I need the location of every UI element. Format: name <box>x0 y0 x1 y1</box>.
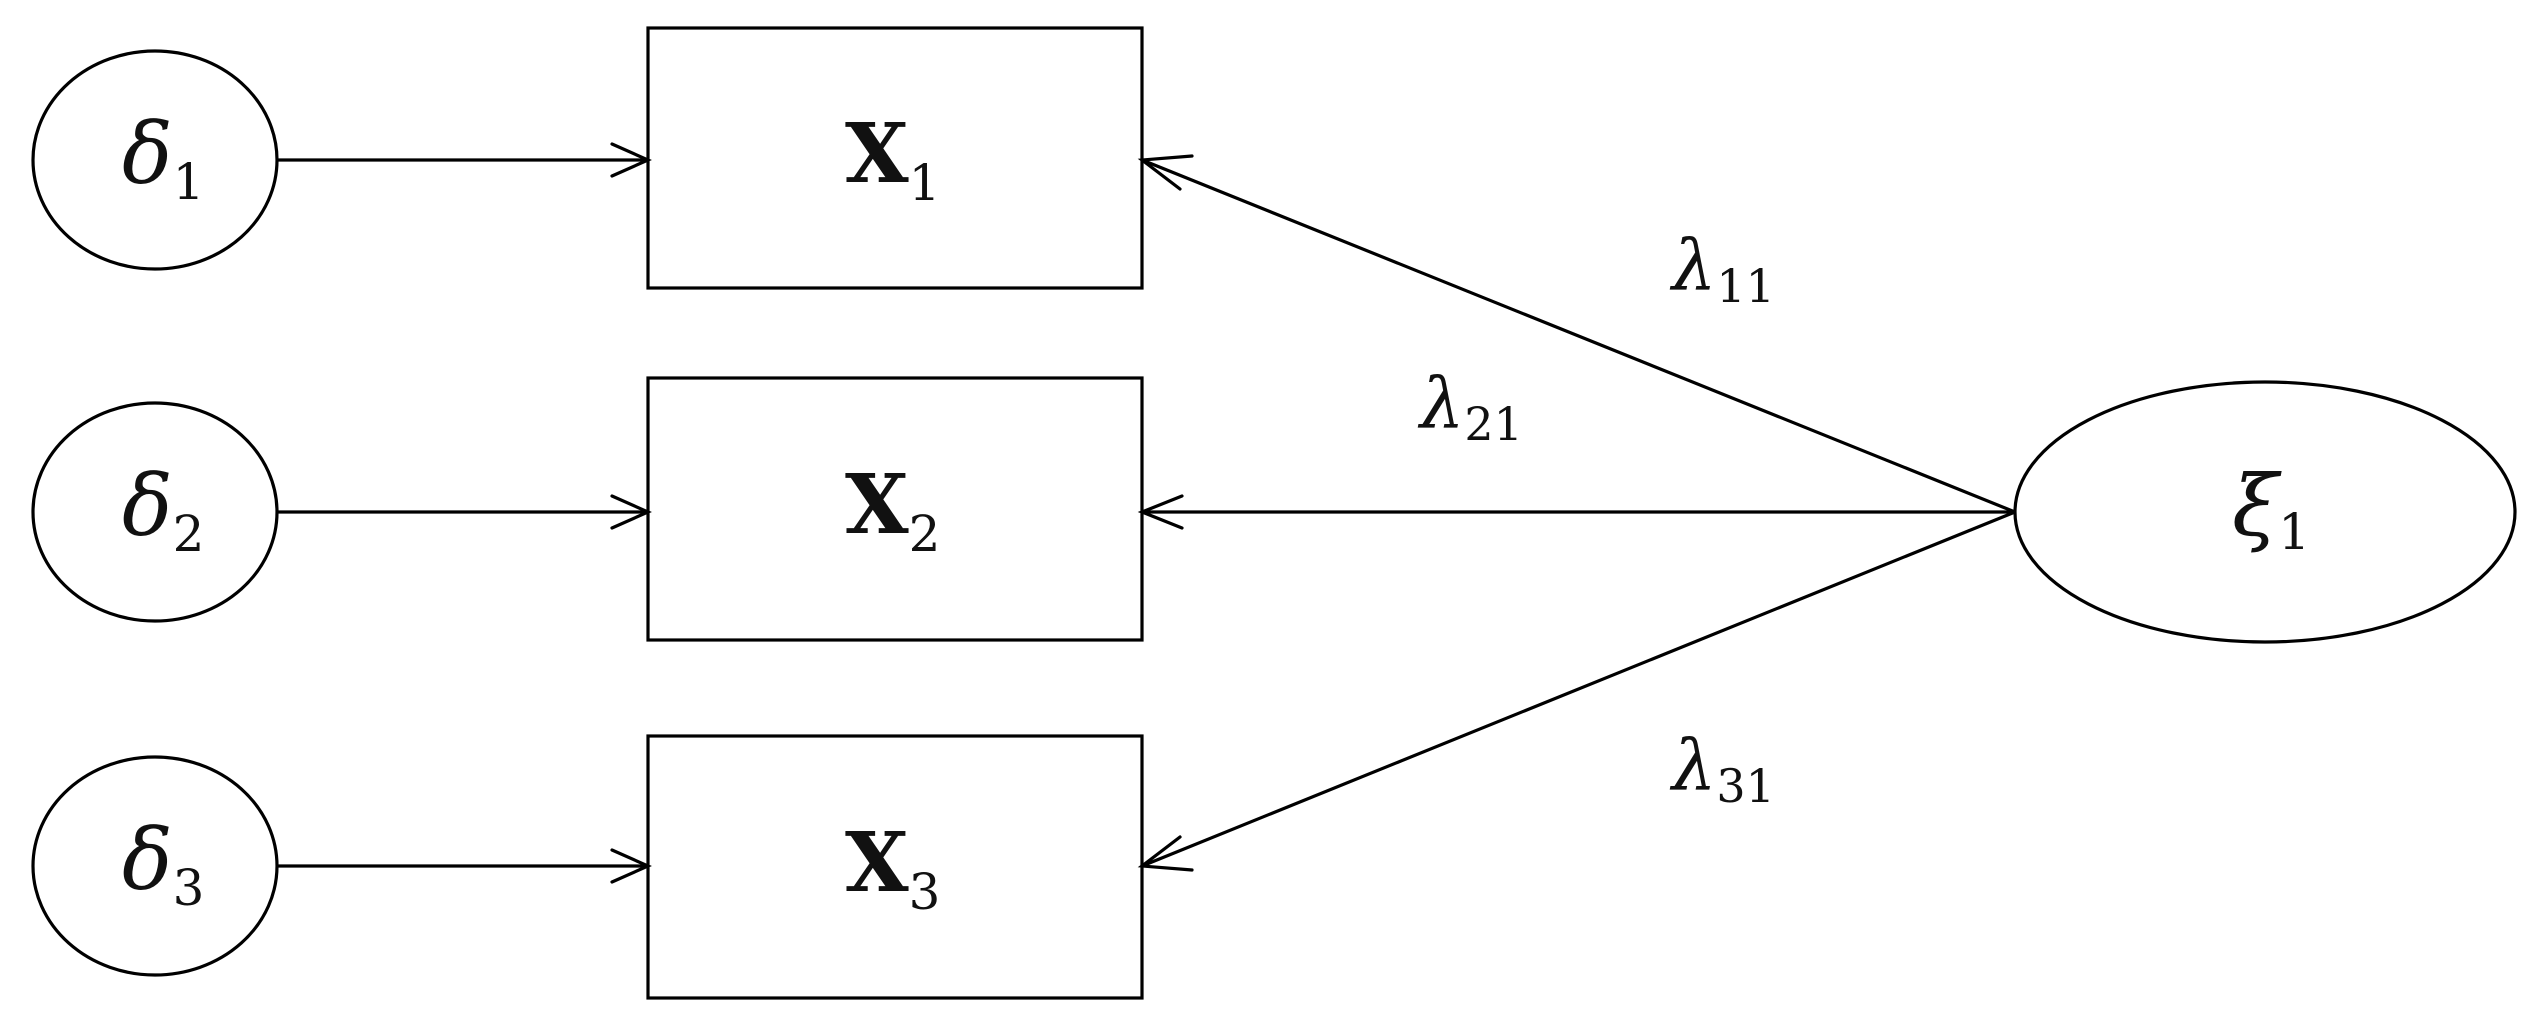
edge-delta1-x1 <box>277 142 652 178</box>
node-xi1: ξ1 <box>2013 380 2517 644</box>
edge-xi1-x2-arrowhead <box>1137 494 1184 530</box>
node-x2: X2 <box>646 376 1144 642</box>
edge-delta3-x3 <box>277 848 652 884</box>
node-x1: X1 <box>646 26 1144 290</box>
delta2-label: δ2 <box>122 457 204 563</box>
node-delta3: δ3 <box>31 755 279 977</box>
x2-label: X2 <box>845 457 940 563</box>
delta1-label: δ1 <box>122 105 204 211</box>
edge-delta1-x1-arrowhead <box>610 142 652 178</box>
edge-xi1-x3-arrowhead <box>1137 835 1194 872</box>
delta3-label: δ3 <box>122 811 204 917</box>
xi1-label: ξ1 <box>2232 457 2310 561</box>
node-delta2: δ2 <box>31 401 279 623</box>
edge-xi1-x1-line <box>1141 158 2016 514</box>
x3-label: X3 <box>845 815 940 921</box>
x3-box <box>646 734 1144 1000</box>
x2-box <box>646 376 1144 642</box>
edge-delta3-x3-arrowhead <box>610 848 652 884</box>
edge-delta2-x2-arrowhead <box>610 494 652 530</box>
edge-xi1-x1-arrowhead <box>1137 154 1194 191</box>
x1-label: X1 <box>845 106 940 212</box>
edge-xi1-x3 <box>1137 510 2016 872</box>
x1-box <box>646 26 1144 290</box>
node-delta1: δ1 <box>31 49 279 271</box>
node-x3: X3 <box>646 734 1144 1000</box>
loading-label-lambda21: λ21 <box>1417 363 1523 451</box>
edge-xi1-x2 <box>1137 494 2015 530</box>
loading-label-lambda11: λ11 <box>1669 225 1775 313</box>
edge-delta2-x2 <box>277 494 652 530</box>
edge-xi1-x1 <box>1137 154 2016 514</box>
loading-label-lambda31: λ31 <box>1669 725 1775 813</box>
edge-xi1-x3-line <box>1141 510 2016 868</box>
